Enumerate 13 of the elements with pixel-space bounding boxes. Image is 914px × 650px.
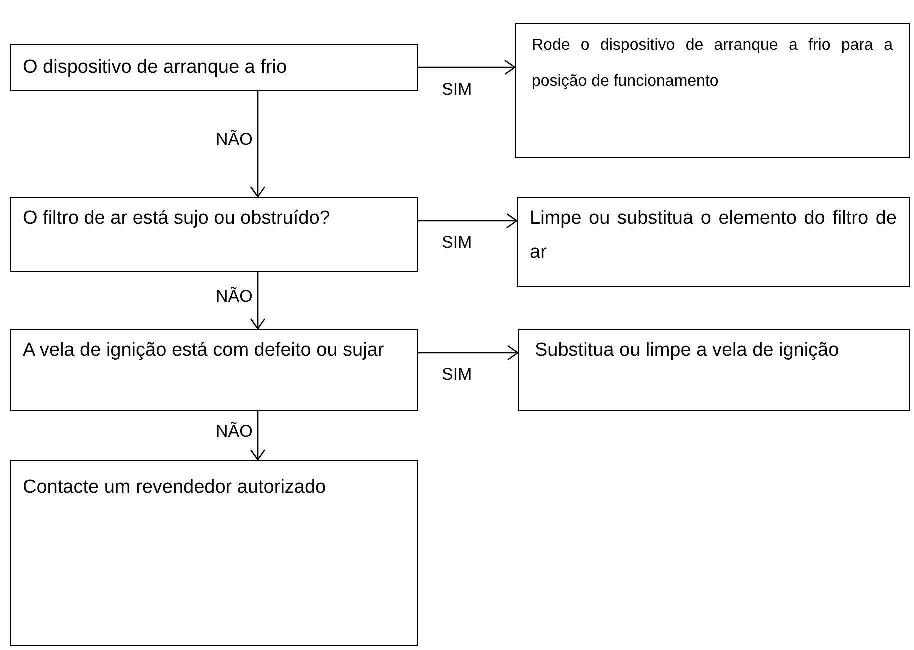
arrow xyxy=(250,91,266,198)
process-box: Contacte um revendedor autorizado xyxy=(10,460,418,646)
process-box: A vela de ignição está com defeito ou sujar xyxy=(10,329,418,411)
process-box: Limpe ou substitua o elemento do filtro de ar xyxy=(517,197,910,287)
process-box: O dispositivo de arranque a frio xyxy=(10,44,418,91)
arrow xyxy=(418,213,518,229)
arrow xyxy=(250,411,266,461)
arrow xyxy=(250,272,266,330)
arrow xyxy=(418,60,516,76)
process-box: Substitua ou limpe a vela de ignição xyxy=(518,329,910,411)
process-box: Rode o dispositivo de arranque a frio para a posição de funcionamento xyxy=(515,23,910,158)
process-box: O filtro de ar está sujo ou obstruído? xyxy=(10,197,418,272)
arrow xyxy=(418,345,519,361)
